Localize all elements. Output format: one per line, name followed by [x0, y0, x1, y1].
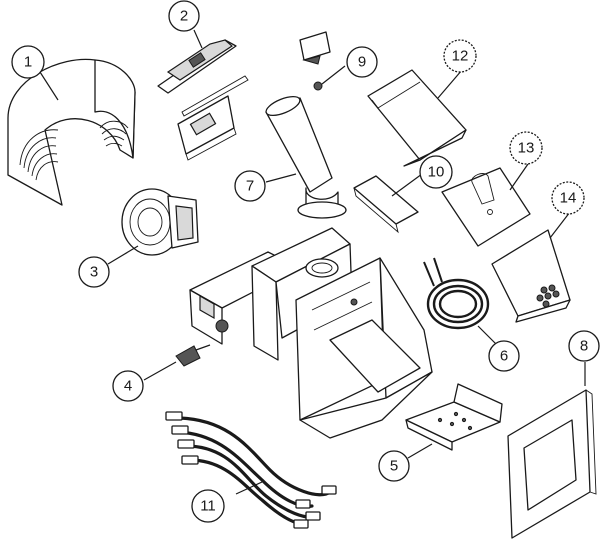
part-4-sensor	[175, 344, 211, 367]
svg-text:1: 1	[24, 54, 32, 71]
part-3-blower	[121, 188, 199, 256]
leader-lines	[39, 29, 586, 495]
svg-text:12: 12	[452, 48, 469, 65]
callout-14: 14	[551, 181, 585, 215]
part-6-coil	[423, 257, 490, 330]
svg-text:7: 7	[246, 178, 254, 195]
svg-text:10: 10	[428, 164, 445, 181]
svg-text:6: 6	[500, 348, 508, 365]
callout-6: 6	[488, 340, 520, 372]
part-13-plate	[441, 167, 531, 247]
part-10-rail	[353, 175, 419, 234]
callout-3: 3	[78, 256, 110, 288]
callout-13: 13	[509, 131, 543, 165]
part-14-box	[491, 229, 571, 323]
svg-text:9: 9	[358, 54, 366, 71]
callout-11: 11	[191, 489, 225, 523]
part-1-cover	[7, 58, 136, 206]
part-7-pipe	[265, 95, 347, 219]
svg-text:11: 11	[200, 498, 216, 515]
svg-text:2: 2	[180, 8, 188, 25]
svg-text:8: 8	[580, 338, 588, 355]
callout-12: 12	[443, 39, 477, 73]
callout-9: 9	[346, 46, 378, 78]
part-11-harness	[165, 411, 337, 529]
callout-8: 8	[568, 330, 600, 362]
callout-2: 2	[168, 0, 200, 32]
callout-5: 5	[378, 450, 410, 482]
svg-text:5: 5	[390, 458, 398, 475]
callout-7: 7	[234, 170, 266, 202]
svg-text:4: 4	[124, 378, 132, 395]
part-12-bracket	[367, 69, 467, 167]
part-5-tray	[405, 383, 503, 451]
svg-text:13: 13	[518, 140, 535, 157]
part-9-component	[299, 31, 331, 91]
callout-1: 1	[11, 45, 45, 79]
callout-10: 10	[419, 155, 453, 189]
part-2-controller	[157, 39, 249, 161]
svg-text:3: 3	[90, 264, 98, 281]
svg-text:14: 14	[560, 190, 577, 207]
main-body-assembly	[189, 227, 433, 439]
callout-4: 4	[112, 370, 144, 402]
part-8-frame	[507, 389, 597, 539]
